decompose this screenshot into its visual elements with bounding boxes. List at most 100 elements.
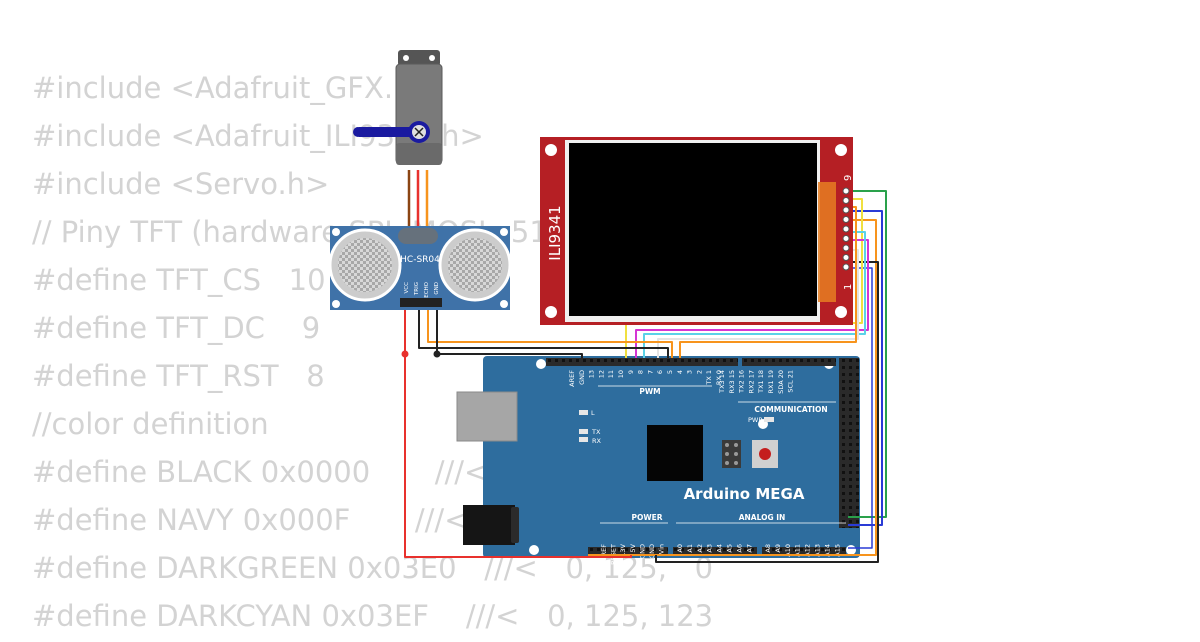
pwr-label: PWR [748,416,763,424]
tft-display-module[interactable]: ILI9341 9 1 [540,137,854,325]
tft-pin[interactable] [842,206,850,214]
digital-pin-label: 7 [646,370,654,374]
side-header[interactable] [839,358,859,528]
led-rx-label: RX [592,437,602,445]
analog-in-label: ANALOG IN [739,513,786,522]
sensor-pin-labels: VCC TRIG ECHO GND [404,281,440,297]
servo-shaft-icon [414,127,424,137]
code-line: #define TFT_RST 8 [32,359,325,393]
analog-pin-label: A7 [745,544,753,553]
power-pin-label: IOREF [600,544,608,564]
tft-pin-header[interactable] [842,187,850,271]
tft-pin[interactable] [842,216,850,223]
digital-pin-label: 6 [656,370,664,374]
wire-yellow [625,198,863,358]
sensor-pin-label: VCC [404,282,410,294]
sensor-pin-label: TRIG [414,282,420,296]
analog-pin-label: A13 [814,544,822,557]
code-line: #define BLACK 0x0000 ///< [32,455,489,489]
code-line: #define TFT_CS 10 [32,263,326,297]
analog-pin-label: A11 [794,544,802,557]
wire-sensor-vcc [404,305,632,558]
led-rx [579,437,588,442]
power-label: POWER [631,513,662,522]
wire-sensor-trig [418,305,669,358]
digital-pin-label: RX1 19 [767,370,775,393]
analog-pin-label: A12 [804,544,812,557]
power-pin-label: Vin [658,544,666,554]
power-pin-label: 5V [629,543,637,552]
tft-pin[interactable] [842,187,850,195]
tft-pin-first: 1 [843,284,854,290]
microcontroller-chip [647,425,703,481]
analog-pin-label: A2 [696,544,704,553]
servo-motor[interactable] [353,50,443,165]
analog-pin-label: A5 [726,544,734,553]
sensor-pin-label: GND [434,282,440,295]
led-l-label: L [591,409,595,417]
analog-header-left[interactable] [673,547,757,555]
wire-magenta [635,239,869,358]
digital-pin-label: 4 [676,370,684,374]
code-line: //color definition [32,407,269,441]
analog-pin-label: A14 [823,544,831,557]
sensor-label: HC-SR04 [400,255,440,265]
led-tx [579,429,588,434]
digital-pin-label: 13 [588,370,596,378]
digital-header-left[interactable] [546,358,738,366]
tft-pin[interactable] [842,197,850,204]
led-tx-label: TX [591,428,601,436]
wire-green [840,190,887,518]
digital-pin-label: TX1 18 [757,370,765,394]
servo-horn [359,127,423,137]
tft-pin[interactable] [842,225,850,233]
code-line: #include <Servo.h> [32,167,330,201]
analog-pin-label: A10 [784,544,792,557]
code-line: #define NAVY 0x000F ///< [32,503,469,537]
wire-sensor-echo [427,305,673,358]
digital-pin-label: AREF [568,370,576,387]
power-header[interactable] [588,547,668,555]
board-title: Arduino MEGA [684,485,805,503]
digital-pin-label: 3 [686,370,694,374]
sensor-pin-label: ECHO [424,281,430,297]
digital-pin-label: SDA 20 [777,370,785,394]
power-pin-label: GND [638,544,646,559]
analog-pin-label: A15 [833,544,841,557]
led-l [579,410,588,415]
arduino-mega-board[interactable]: L TX RX PWR PWM COMMUNICATION POWER ANAL… [456,356,860,565]
reset-button[interactable] [752,440,778,468]
tft-label: ILI9341 [546,205,564,260]
digital-header-right[interactable] [742,358,836,366]
power-jack [463,505,515,545]
digital-pin-label: 2 [695,370,703,374]
tft-pin[interactable] [842,254,850,261]
digital-pin-label: RX3 15 [728,370,736,393]
analog-pin-label: A9 [774,544,782,553]
analog-pin-label: A1 [686,544,694,553]
analog-header-right[interactable] [762,547,846,555]
analog-pin-label: A6 [735,544,743,553]
digital-pin-label: 8 [637,370,645,374]
digital-pin-label: TX2 16 [738,370,746,394]
analog-pin-label: A0 [676,544,684,553]
communication-label: COMMUNICATION [754,405,827,414]
code-line: #define DARKCYAN 0x03EF ///< 0, 125, 123 [32,599,714,633]
wire-tft-vcc [588,219,877,556]
analog-pin-label: A3 [706,544,714,553]
tft-pin[interactable] [842,244,850,252]
pwm-label: PWM [639,387,660,396]
analog-pin-label: A8 [764,544,772,553]
digital-pin-label: 12 [597,370,605,378]
code-line: #define TFT_DC 9 [32,311,321,345]
digital-pin-label: 10 [617,370,625,378]
ultrasonic-sensor[interactable]: HC-SR04 VCC TRIG ECHO GND [328,226,512,310]
tft-pin[interactable] [842,235,850,242]
digital-pin-label: SCL 21 [787,370,795,393]
digital-pin-label: 11 [607,370,615,378]
digital-pin-label: RX2 17 [747,370,755,393]
tft-pin[interactable] [842,263,850,271]
